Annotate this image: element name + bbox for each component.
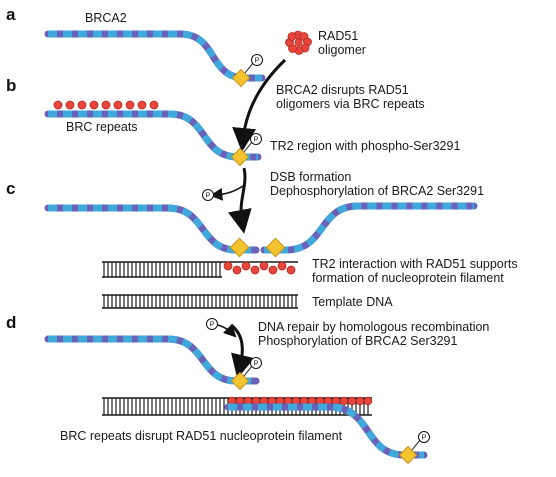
rad51-monomer (339, 396, 349, 406)
phosphate-label: P (255, 58, 260, 65)
rad51-monomer (77, 100, 87, 110)
brc-repeats-label: BRC repeats (66, 120, 138, 134)
rad51-monomer (347, 396, 357, 406)
rad51-monomer (294, 38, 303, 47)
rad51-label: RAD51 (318, 29, 358, 43)
rad51-monomer (223, 261, 233, 271)
rad51-monomer (259, 261, 269, 271)
rad51-monomer (232, 265, 242, 275)
disrupt-label-line1: BRCA2 disrupts RAD51 (276, 83, 409, 97)
released-phosphate: P (202, 189, 214, 201)
brca2-protein-a (44, 30, 266, 82)
rad51-monomer (286, 265, 296, 275)
b-to-c-arrow (228, 167, 252, 234)
tr2-interaction-label-line1: TR2 interaction with RAD51 supports (312, 257, 518, 271)
disrupt-label-line2: oligomers via BRC repeats (276, 97, 425, 111)
phosphate-icon (206, 318, 218, 330)
tr2-diamond-icon (230, 371, 250, 391)
tr2-phospho-group-d-bottom: P (398, 431, 430, 465)
panel-label-a: a (6, 5, 16, 24)
panel-label-b: b (6, 76, 16, 95)
panel-label-d: d (6, 313, 16, 332)
rad51-monomer (277, 261, 287, 271)
phosphate-icon (418, 431, 430, 443)
rad51-monomer (113, 100, 123, 110)
phosphate-label: P (422, 435, 427, 442)
phosphate-label: P (210, 322, 215, 329)
c-to-d-arrow (230, 323, 255, 379)
rad51-monomer (363, 396, 373, 406)
brca2-protein-c-right (260, 202, 478, 254)
phosphate-add-arrow (217, 323, 237, 338)
rad51-monomer (287, 32, 297, 41)
brc-repeat-rad51-row (53, 100, 159, 110)
oligomer-to-brca2-arrow (232, 58, 287, 152)
incoming-phosphate: P (206, 318, 218, 330)
rad51-monomer (149, 100, 159, 110)
phosphate-release-arrow (209, 185, 244, 201)
tr2-diamond-icon (229, 237, 250, 258)
tr2-interaction-label-line2: formation of nucleoprotein filament (312, 271, 504, 285)
dsb-label-line2: Dephosphorylation of BRCA2 Ser3291 (270, 184, 484, 198)
brca2-protein-d-top (44, 335, 260, 385)
rad51-monomer (137, 100, 147, 110)
template-dna (102, 294, 298, 309)
tr2-phospho-group-d-top: P (230, 357, 262, 391)
phosphate-label: P (254, 137, 259, 144)
tr2-diamond-icon (231, 68, 251, 88)
phosphate-label: P (254, 361, 259, 368)
phosphate-icon (250, 357, 262, 369)
tr2-diamond-icon (230, 147, 250, 167)
tr2-diamond-icon (398, 445, 418, 465)
final-label: BRC repeats disrupt RAD51 nucleoprotein … (60, 429, 343, 443)
phosphate-icon (202, 189, 214, 201)
rad51-oligomer (285, 30, 312, 55)
rad51-monomer (125, 100, 135, 110)
rad51-monomer (250, 265, 260, 275)
repair-label-line1: DNA repair by homologous recombination (258, 320, 489, 334)
phosphate-label: P (206, 193, 211, 200)
rad51-monomer (101, 100, 111, 110)
tr2-phospho-group-b: P (230, 133, 262, 167)
template-dna-label: Template DNA (312, 295, 393, 309)
dsb-label-line1: DSB formation (270, 170, 351, 184)
rad51-monomer (53, 100, 63, 110)
rad51-nucleoprotein-filament-c (223, 261, 296, 275)
rad51-monomer (355, 396, 365, 406)
phosphate-icon (250, 133, 262, 145)
rad51-monomer (65, 100, 75, 110)
phosphate-icon (251, 54, 263, 66)
tr2-region-label: TR2 region with phospho-Ser3291 (270, 139, 460, 153)
brca2-label: BRCA2 (85, 11, 127, 25)
tr2-diamond-icon (265, 237, 286, 258)
oligomer-label: oligomer (318, 43, 366, 57)
panel-label-c: c (6, 179, 15, 198)
repair-label-line2: Phosphorylation of BRCA2 Ser3291 (258, 334, 457, 348)
brca2-protein-d-released (224, 403, 428, 459)
rad51-monomer (89, 100, 99, 110)
brca2-protein-c-left (44, 204, 260, 254)
broken-dna-strand (102, 261, 298, 278)
tr2-phospho-group-a: P (231, 54, 263, 88)
rad51-monomer (241, 261, 251, 271)
rad51-monomer (268, 265, 278, 275)
